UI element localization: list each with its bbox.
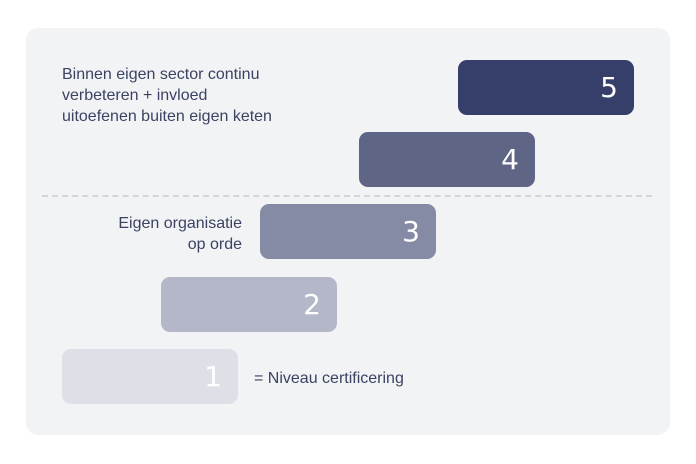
level-3-number: 3 [402, 215, 420, 248]
level-5-box: 5 [458, 60, 634, 115]
level-1-box: 1 [62, 349, 238, 404]
level-5-number: 5 [600, 71, 618, 104]
level-2-number: 2 [303, 288, 321, 321]
level-4-box: 4 [359, 132, 535, 187]
label-own-organisation: Eigen organisatie op orde [118, 215, 242, 253]
level-2-box: 2 [161, 277, 337, 332]
label-sector-improvement: Binnen eigen sector continu verbeteren +… [62, 66, 272, 125]
label-certification-level: = Niveau certificering [254, 370, 404, 387]
level-4-number: 4 [501, 143, 519, 176]
level-3-box: 3 [260, 204, 436, 259]
dashed-divider [42, 195, 652, 197]
level-1-number: 1 [204, 360, 222, 393]
